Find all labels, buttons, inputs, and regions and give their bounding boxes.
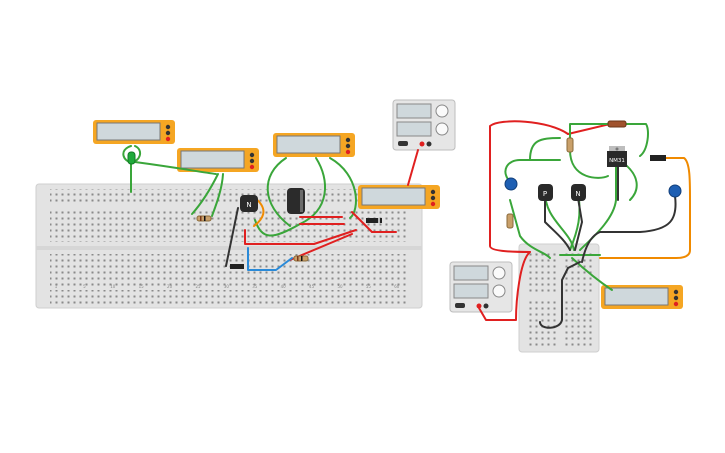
- potentiometer-icon[interactable]: [504, 177, 518, 191]
- diode-icon[interactable]: [650, 155, 666, 161]
- column-number: 55: [366, 284, 372, 289]
- column-number: 50: [337, 284, 343, 289]
- diode-icon[interactable]: [366, 218, 382, 223]
- led-icon[interactable]: [127, 151, 136, 165]
- diode-icon[interactable]: [230, 264, 244, 269]
- column-number: 30: [224, 284, 230, 289]
- transistor-icon[interactable]: N: [240, 195, 258, 212]
- wires-left[interactable]: [122, 145, 419, 271]
- resistor-icon[interactable]: [566, 137, 574, 153]
- wires-right[interactable]: [478, 120, 691, 329]
- multimeter-icon[interactable]: [358, 185, 440, 209]
- column-number: 5: [83, 284, 86, 289]
- transistor-icon[interactable]: P: [538, 184, 553, 201]
- resistor-icon[interactable]: [196, 215, 212, 222]
- potentiometer-icon[interactable]: [668, 184, 682, 198]
- multimeter-icon[interactable]: [273, 133, 355, 157]
- resistor-icon[interactable]: [506, 213, 514, 229]
- multimeter-icon[interactable]: [93, 120, 175, 144]
- column-number: 15: [139, 284, 145, 289]
- top-power-rail[interactable]: [50, 189, 406, 203]
- capacitor-icon[interactable]: [287, 188, 305, 214]
- breadboard-right[interactable]: [518, 243, 600, 353]
- right-transistor-n-label: N: [575, 190, 580, 198]
- column-number: 40: [281, 284, 287, 289]
- power-supply-icon[interactable]: [392, 99, 456, 151]
- right-transistor-p-label: P: [543, 190, 547, 198]
- resistor-icon[interactable]: [607, 120, 627, 128]
- multimeter-icon[interactable]: [601, 285, 683, 309]
- left-transistor-label: N: [246, 201, 251, 209]
- bottom-power-rail[interactable]: [50, 290, 406, 304]
- column-number: 35: [252, 284, 258, 289]
- column-number: 25: [195, 284, 201, 289]
- column-number: 1: [55, 284, 58, 289]
- resistor-icon[interactable]: [293, 255, 309, 262]
- power-supply-icon[interactable]: [449, 261, 513, 313]
- multimeter-icon[interactable]: [177, 148, 259, 172]
- column-number: 20: [167, 284, 173, 289]
- transistor-icon[interactable]: N: [571, 184, 586, 201]
- column-number: 10: [110, 284, 116, 289]
- voltage-regulator-icon[interactable]: NM31: [607, 146, 627, 167]
- column-number: 45: [309, 284, 315, 289]
- column-number: 60: [394, 284, 400, 289]
- regulator-label: NM31: [609, 158, 625, 164]
